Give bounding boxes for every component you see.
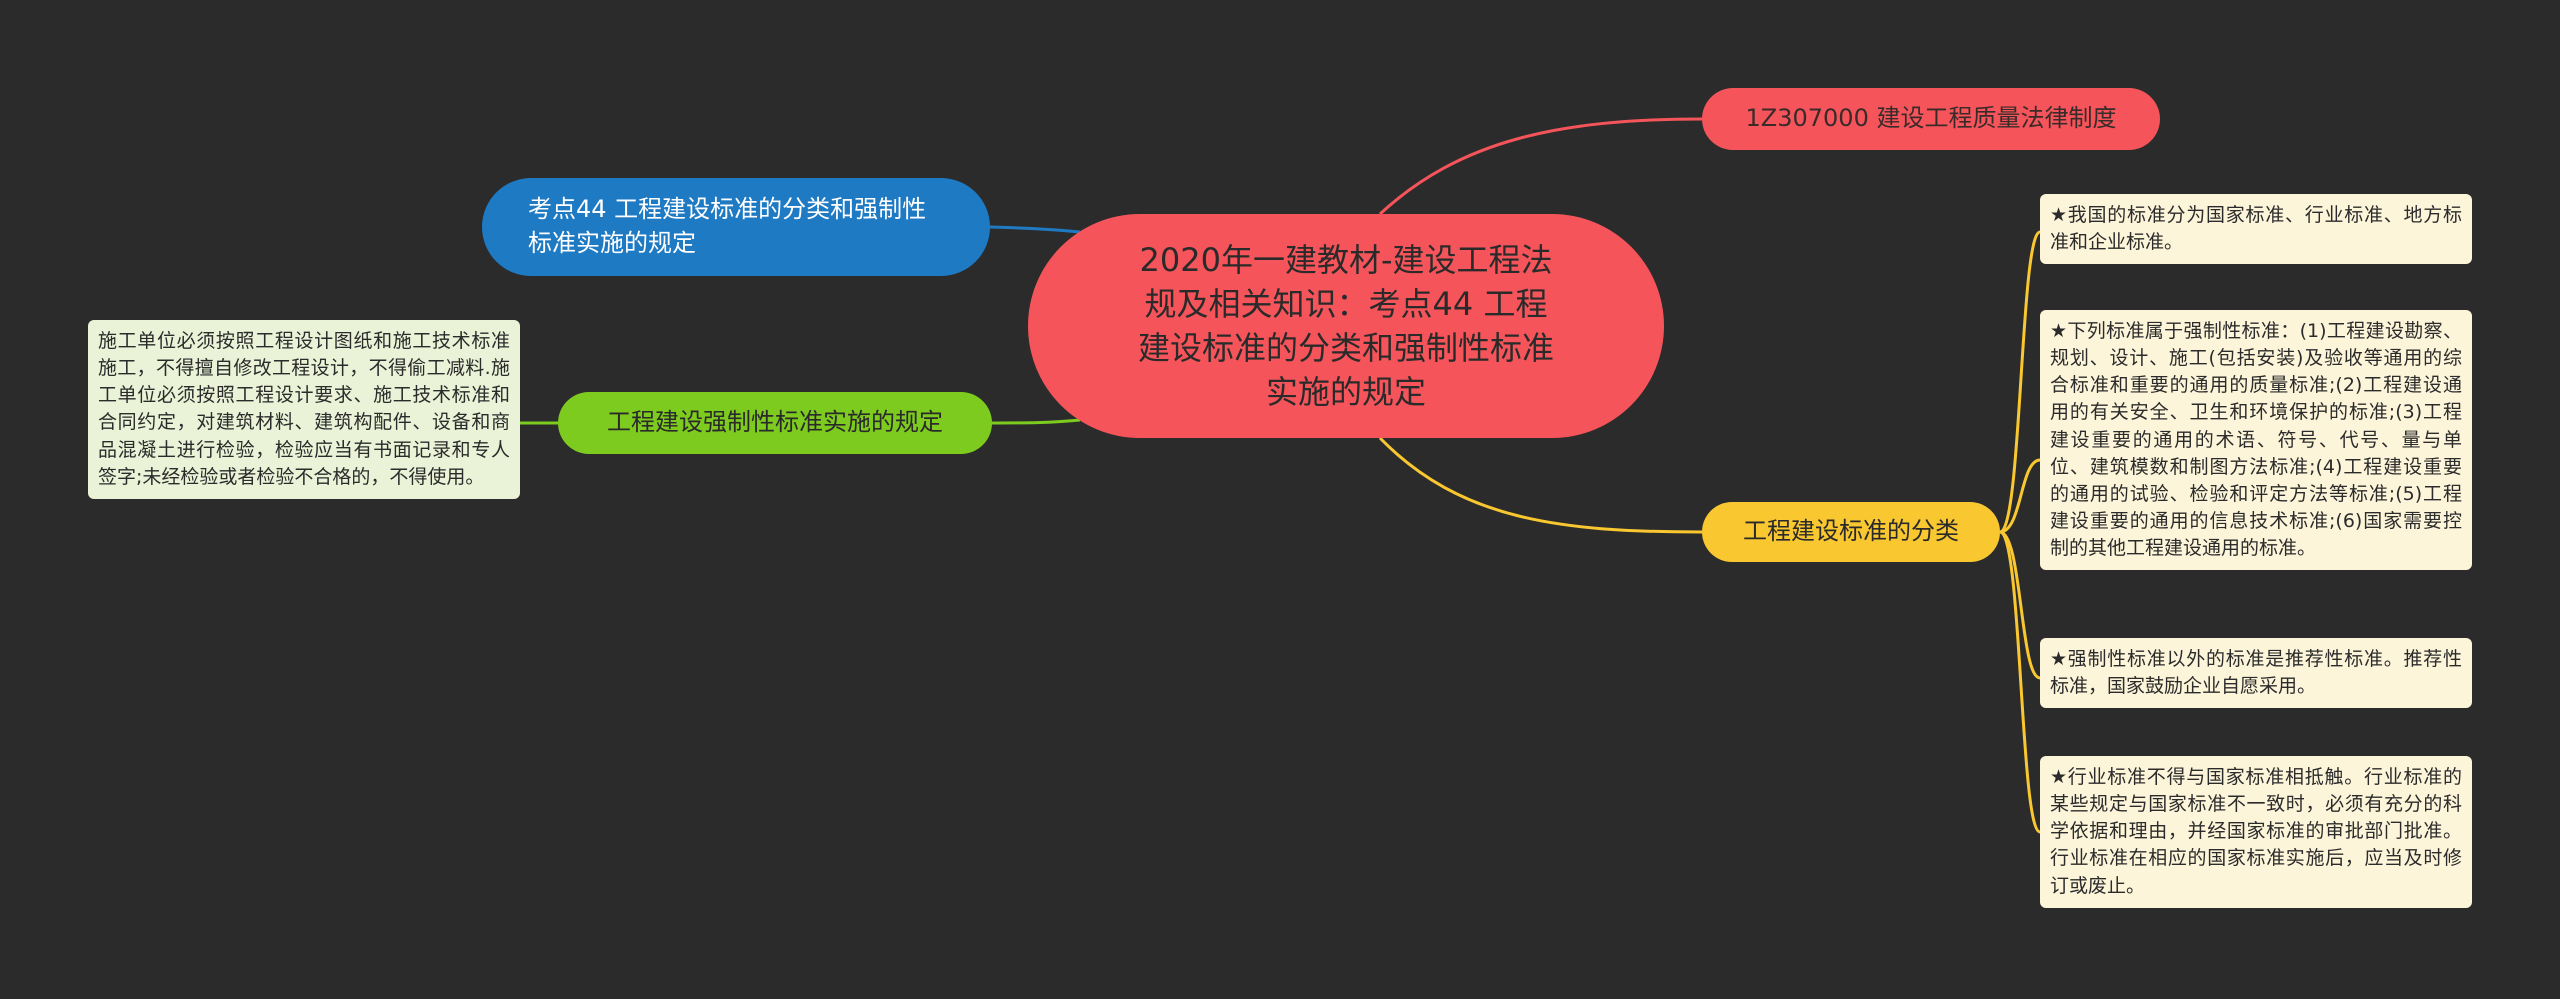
branch-kaodian[interactable]: 考点44 工程建设标准的分类和强制性标准实施的规定 xyxy=(482,178,990,276)
note-classification-3[interactable]: ★强制性标准以外的标准是推荐性标准。推荐性标准，国家鼓励企业自愿采用。 xyxy=(2040,638,2472,709)
link-fenlei-note-2 xyxy=(1999,458,2041,534)
branch-standard-classification[interactable]: 工程建设标准的分类 xyxy=(1702,502,2000,562)
link-fenlei-note-3 xyxy=(1999,530,2041,680)
link-central-kaodian xyxy=(989,225,1081,234)
link-central-top xyxy=(1378,117,1703,216)
note-classification-4[interactable]: ★行业标准不得与国家标准相抵触。行业标准的某些规定与国家标准不一致时，必须有充分… xyxy=(2040,756,2472,908)
link-central-qiangzhi xyxy=(991,418,1081,425)
note-classification-1[interactable]: ★我国的标准分为国家标准、行业标准、地方标准和企业标准。 xyxy=(2040,194,2472,265)
branch-top-chapter[interactable]: 1Z307000 建设工程质量法律制度 xyxy=(1702,88,2160,150)
note-classification-2[interactable]: ★下列标准属于强制性标准：(1)工程建设勘察、规划、设计、施工(包括安装)及验收… xyxy=(2040,310,2472,571)
note-mandatory-standard-rules[interactable]: 施工单位必须按照工程设计图纸和施工技术标准施工，不得擅自修改工程设计，不得偷工减… xyxy=(88,320,520,499)
branch-mandatory-standard-rules[interactable]: 工程建设强制性标准实施的规定 xyxy=(558,392,992,454)
link-fenlei-note-4 xyxy=(1999,530,2042,834)
central-topic[interactable]: 2020年一建教材-建设工程法规及相关知识：考点44 工程建设标准的分类和强制性… xyxy=(1028,214,1664,438)
link-central-fenlei xyxy=(1378,436,1703,534)
link-fenlei-note-1 xyxy=(1999,230,2042,534)
